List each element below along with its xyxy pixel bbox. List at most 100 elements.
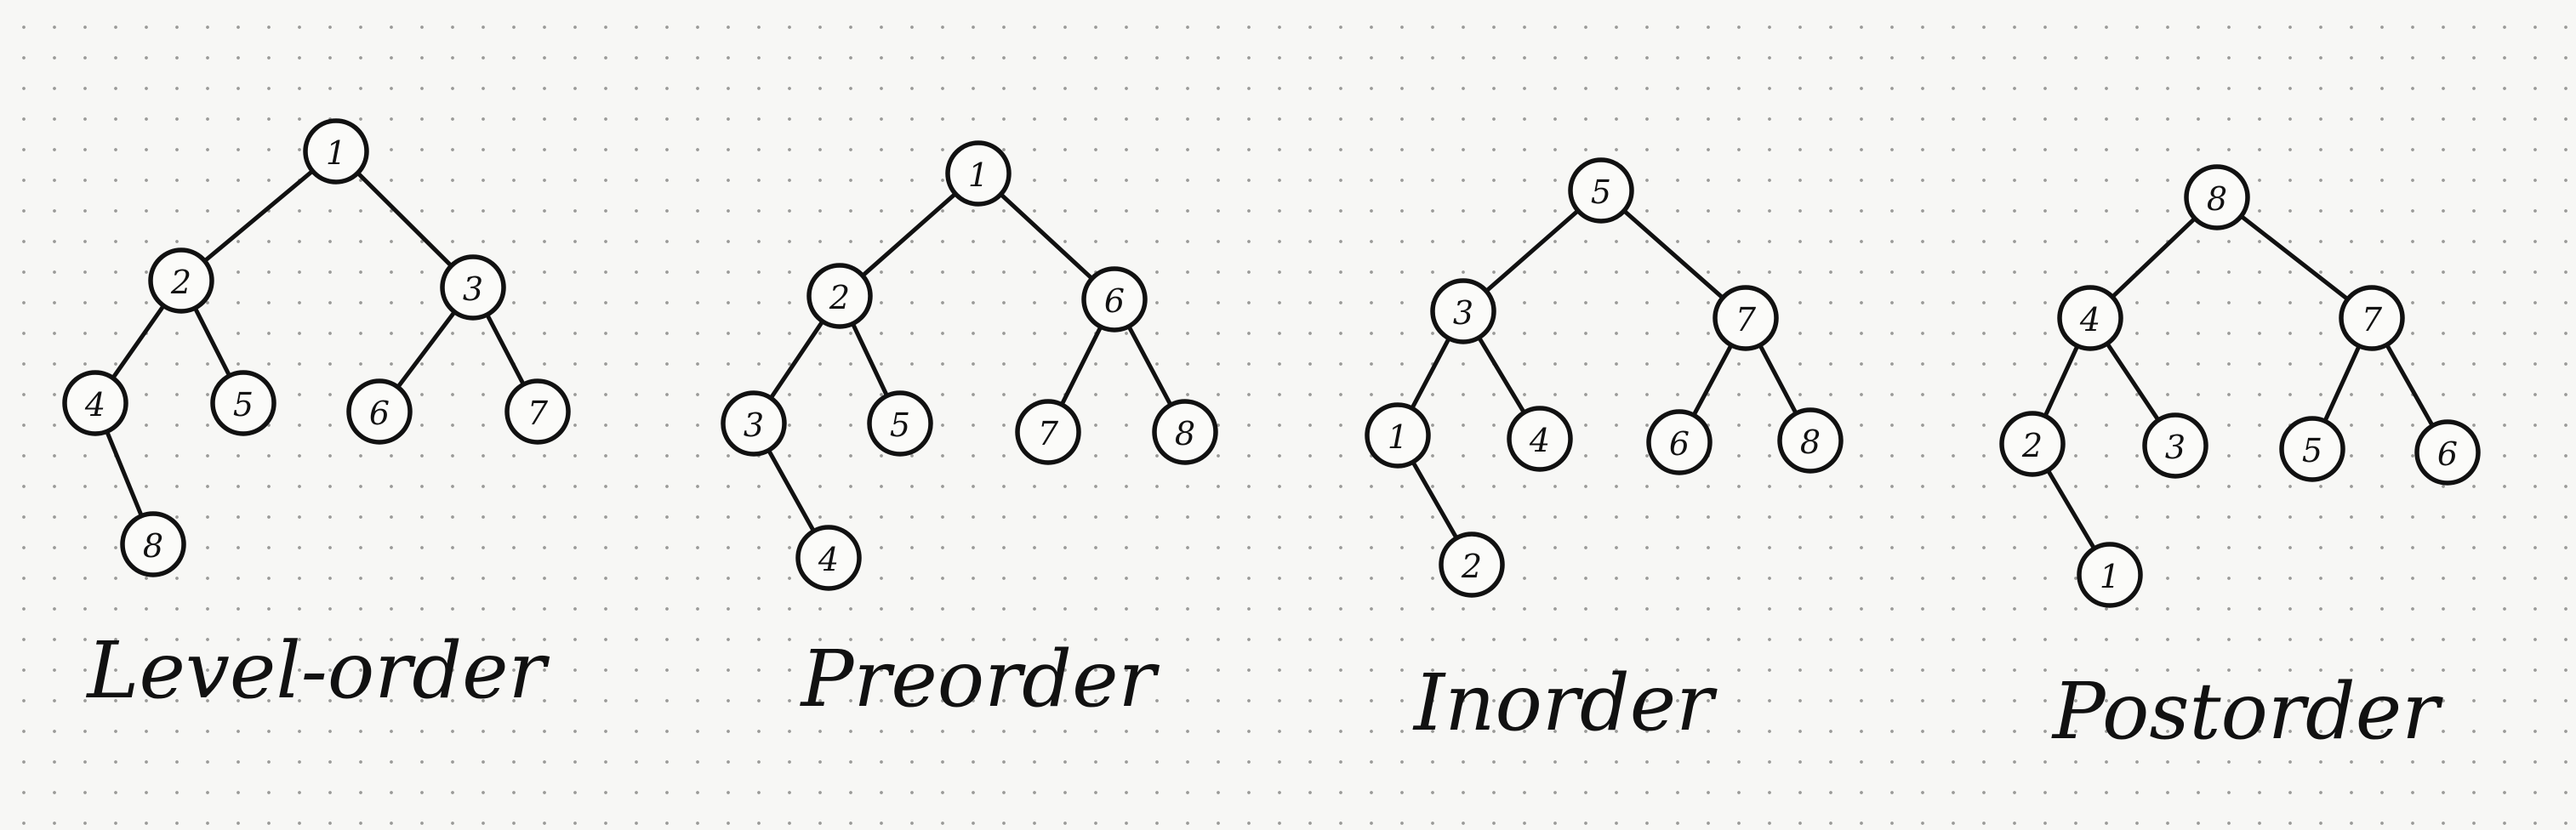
tree-node: 7 <box>1015 399 1081 465</box>
node-label: 2 <box>170 264 191 301</box>
node-label: 4 <box>1529 422 1550 459</box>
node-circle <box>440 254 506 321</box>
node-label: 3 <box>2165 429 2186 466</box>
node-circle <box>1646 409 1713 475</box>
node-circle <box>504 378 571 445</box>
tree-node: 4 <box>62 370 128 436</box>
tree-node: 1 <box>1365 402 1431 469</box>
tree-node: 3 <box>721 390 787 457</box>
node-circle <box>795 525 862 591</box>
node-label: 7 <box>527 395 549 432</box>
node-label: 1 <box>968 156 989 194</box>
tree-node: 2 <box>148 247 214 314</box>
node-circle <box>1015 399 1081 465</box>
tree-node: 4 <box>1507 406 1573 472</box>
node-label: 7 <box>1735 301 1757 338</box>
tree-inorder: 5 3 7 1 4 6 8 2 <box>1365 157 1844 598</box>
tree-node: 5 <box>210 370 276 436</box>
node-label: 8 <box>1175 415 1195 452</box>
tree-level-order: 1 2 3 4 5 6 7 8 <box>62 118 571 577</box>
tree-node: 7 <box>504 378 571 445</box>
node-circle <box>148 247 214 314</box>
node-circle <box>210 370 276 436</box>
tree-node: 7 <box>2339 285 2405 351</box>
node-circle <box>2184 164 2250 230</box>
node-label: 1 <box>326 134 346 172</box>
tree-node: 2 <box>1439 532 1505 598</box>
node-label: 6 <box>369 395 390 432</box>
node-label: 8 <box>143 527 163 565</box>
tree-node: 1 <box>945 140 1012 207</box>
node-circle <box>2279 416 2345 482</box>
tree-node: 1 <box>303 118 369 185</box>
node-label: 3 <box>463 270 483 308</box>
node-label: 5 <box>890 406 910 444</box>
node-label: 1 <box>2100 558 2120 595</box>
node-circle <box>62 370 128 436</box>
node-label: 5 <box>1591 173 1611 211</box>
tree-preorder: 1 2 6 3 5 7 8 4 <box>721 140 1218 591</box>
tree-node: 2 <box>1999 411 2066 477</box>
node-circle <box>1999 411 2066 477</box>
node-label: 1 <box>1388 418 1408 456</box>
tree-node: 8 <box>120 511 186 577</box>
tree-node: 6 <box>1646 409 1713 475</box>
tree-node: 8 <box>1777 407 1844 474</box>
tree-node: 2 <box>806 263 873 329</box>
node-label: 3 <box>744 406 764 444</box>
caption-preorder: Preorder <box>799 634 1160 725</box>
tree-node: 3 <box>2142 412 2208 479</box>
node-label: 4 <box>2079 301 2100 338</box>
tree-node: 1 <box>2077 542 2143 608</box>
node-circle <box>1152 399 1218 465</box>
node-circle <box>2414 419 2481 486</box>
node-circle <box>1430 278 1496 344</box>
node-label: 7 <box>1038 415 1059 452</box>
node-circle <box>867 390 933 457</box>
node-circle <box>303 118 369 185</box>
node-label: 4 <box>818 541 839 578</box>
tree-node: 8 <box>1152 399 1218 465</box>
caption-postorder: Postorder <box>2051 666 2443 757</box>
node-label: 3 <box>1453 294 1473 332</box>
node-circle <box>2077 542 2143 608</box>
tree-postorder: 8 4 7 2 3 5 6 1 <box>1999 164 2481 608</box>
node-label: 4 <box>84 386 105 424</box>
tree-node: 6 <box>1081 266 1148 333</box>
tree-node: 3 <box>1430 278 1496 344</box>
node-circle <box>1365 402 1431 469</box>
node-circle <box>1713 285 1779 351</box>
tree-node: 5 <box>867 390 933 457</box>
node-circle <box>1081 266 1148 333</box>
tree-node: 3 <box>440 254 506 321</box>
node-circle <box>1507 406 1573 472</box>
tree-node: 6 <box>346 378 413 445</box>
node-label: 6 <box>1104 282 1125 320</box>
caption-inorder: Inorder <box>1412 657 1718 748</box>
tree-node: 5 <box>1568 157 1634 224</box>
tree-node: 7 <box>1713 285 1779 351</box>
node-circle <box>2057 285 2123 351</box>
node-circle <box>120 511 186 577</box>
tree-edge <box>179 149 339 283</box>
tree-node: 6 <box>2414 419 2481 486</box>
node-label: 8 <box>1800 424 1821 461</box>
node-label: 8 <box>2207 180 2227 218</box>
node-label: 5 <box>2302 432 2322 469</box>
node-circle <box>945 140 1012 207</box>
node-label: 5 <box>233 386 254 424</box>
node-label: 6 <box>2437 435 2458 473</box>
tree-node: 4 <box>795 525 862 591</box>
tree-node: 8 <box>2184 164 2250 230</box>
node-circle <box>2142 412 2208 479</box>
node-circle <box>806 263 873 329</box>
node-circle <box>1568 157 1634 224</box>
tree-node: 5 <box>2279 416 2345 482</box>
node-label: 7 <box>2362 301 2383 338</box>
node-label: 2 <box>2021 427 2043 464</box>
node-circle <box>346 378 413 445</box>
node-circle <box>1439 532 1505 598</box>
node-circle <box>1777 407 1844 474</box>
node-circle <box>2339 285 2405 351</box>
